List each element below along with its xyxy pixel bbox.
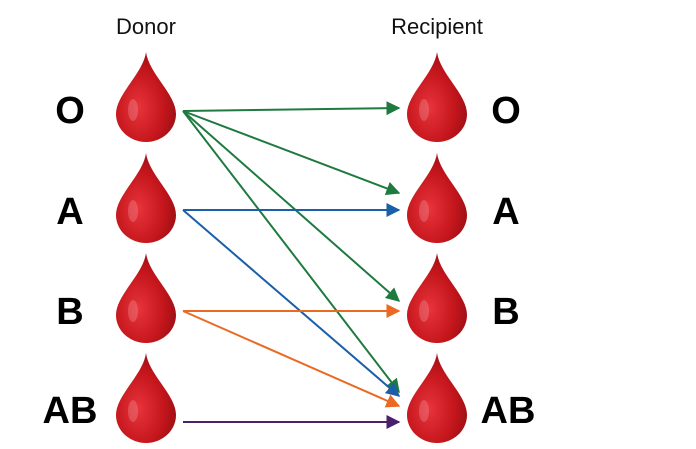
- donor-label-b: B: [56, 291, 83, 333]
- blood-drop-icon: [116, 52, 176, 142]
- blood-drop-icon: [116, 253, 176, 343]
- donor-row-b: B: [56, 253, 176, 343]
- recipient-label-o: O: [491, 90, 521, 132]
- donor-header: Donor: [116, 14, 176, 39]
- donor-column: O A B AB: [43, 52, 176, 443]
- recipient-row-o: O: [407, 52, 521, 142]
- arrow-b-to-ab: [182, 310, 401, 408]
- arrow-o-to-o: [182, 101, 401, 116]
- donor-label-ab: AB: [43, 390, 98, 432]
- arrow-o-to-ab: [182, 110, 400, 394]
- blood-drop-icon: [407, 153, 467, 243]
- recipient-header: Recipient: [391, 14, 483, 39]
- donor-row-o: O: [55, 52, 176, 142]
- blood-drop-icon: [116, 353, 176, 443]
- arrow-o-to-b: [182, 110, 401, 302]
- recipient-label-b: B: [492, 291, 519, 333]
- compatibility-arrows: [182, 101, 401, 429]
- recipient-column: O A B AB: [407, 52, 535, 443]
- blood-drop-icon: [407, 353, 467, 443]
- recipient-label-ab: AB: [481, 390, 536, 432]
- arrow-a-to-ab: [182, 209, 401, 397]
- blood-drop-icon: [407, 52, 467, 142]
- donor-row-ab: AB: [43, 353, 176, 443]
- donor-row-a: A: [56, 153, 176, 243]
- recipient-row-ab: AB: [407, 353, 535, 443]
- donor-label-a: A: [56, 191, 83, 233]
- recipient-row-b: B: [407, 253, 520, 343]
- arrow-o-to-a: [182, 110, 401, 196]
- recipient-row-a: A: [407, 153, 520, 243]
- donor-label-o: O: [55, 90, 85, 132]
- recipient-label-a: A: [492, 191, 519, 233]
- blood-drop-icon: [116, 153, 176, 243]
- blood-drop-icon: [407, 253, 467, 343]
